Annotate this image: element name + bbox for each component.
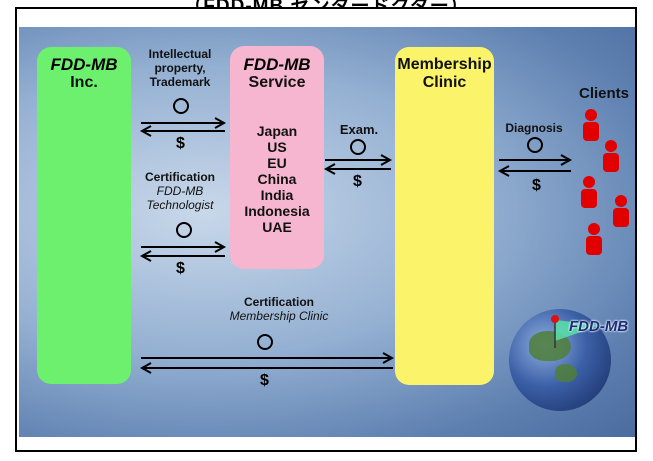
clinic-cert-label: Certification Membership Clinic xyxy=(179,295,379,323)
ip-label: Intellectual property, Trademark xyxy=(135,47,225,89)
person-icon xyxy=(603,140,619,172)
exam-dollar: $ xyxy=(353,173,362,190)
tech-label-line1: Certification xyxy=(144,170,215,184)
arrow-head-icon xyxy=(139,250,152,262)
tech-dollar: $ xyxy=(176,260,185,277)
service-circle-icon xyxy=(257,334,273,350)
person-icon xyxy=(581,176,597,208)
globe-badge: FDD-MB xyxy=(569,318,629,335)
country-item: US xyxy=(267,139,287,155)
service-circle-icon xyxy=(350,139,366,155)
clinic-cert-line1: Certification xyxy=(243,295,314,309)
clinic-line1: Membership xyxy=(397,56,492,73)
service-brand: FDD-MB xyxy=(243,55,311,74)
service-title: FDD-MB Service xyxy=(230,56,324,92)
location-pin-icon xyxy=(551,315,559,323)
exam-label: Exam. xyxy=(339,122,379,137)
country-item: Indonesia xyxy=(244,203,310,219)
arrow-head-icon xyxy=(214,241,227,253)
arrow-head-icon xyxy=(382,352,395,364)
diagnosis-label: Diagnosis xyxy=(505,121,563,135)
ip-label-line2: property, xyxy=(154,61,206,75)
clinic-line2: Clinic xyxy=(422,74,467,91)
country-item: India xyxy=(260,187,294,203)
diagram-scene: FDD-MB Inc. FDD-MB Service Membership Cl… xyxy=(19,27,635,437)
diagnosis-dollar: $ xyxy=(532,177,541,194)
person-icon xyxy=(586,223,602,255)
arrow-head-icon xyxy=(214,117,227,129)
globe-land xyxy=(555,364,577,382)
arrow-head-icon xyxy=(380,154,393,166)
service-box xyxy=(230,46,324,269)
service-circle-icon xyxy=(173,98,189,114)
service-circle-icon xyxy=(176,222,192,238)
flow-arrows xyxy=(139,117,573,374)
arrow-head-icon xyxy=(497,165,510,177)
service-countries: Japan US EU China India Indonesia UAE xyxy=(230,123,324,235)
ip-dollar: $ xyxy=(176,135,185,152)
clinic-box xyxy=(395,47,494,385)
service-name: Service xyxy=(248,74,306,91)
tech-label: Certification FDD-MB Technologist xyxy=(135,170,225,212)
country-item: EU xyxy=(267,155,287,171)
country-item: Japan xyxy=(256,123,298,139)
arrow-head-icon xyxy=(139,362,152,374)
arrow-head-icon xyxy=(323,163,336,175)
ip-label-line1: Intellectual xyxy=(148,47,212,61)
inc-title: FDD-MB Inc. xyxy=(37,56,131,92)
country-item: UAE xyxy=(262,219,292,235)
inc-brand: FDD-MB xyxy=(50,55,118,74)
clinic-cert-dollar: $ xyxy=(260,372,269,389)
person-icon xyxy=(613,195,629,227)
clinic-title: Membership Clinic xyxy=(395,56,494,92)
country-item: China xyxy=(257,171,297,187)
inc-box xyxy=(37,47,131,384)
ip-label-line3: Trademark xyxy=(149,75,211,89)
clinic-cert-line2: Membership Clinic xyxy=(229,309,329,323)
clients-label: Clients xyxy=(578,85,629,102)
arrow-head-icon xyxy=(139,125,152,137)
service-circle-icon xyxy=(527,137,543,153)
tech-label-line3: Technologist xyxy=(146,198,214,212)
person-icon xyxy=(583,109,599,141)
globe-flag-icon xyxy=(554,320,601,348)
tech-label-line2: FDD-MB xyxy=(156,184,204,198)
arrow-head-icon xyxy=(560,154,573,166)
inc-name: Inc. xyxy=(70,74,98,91)
